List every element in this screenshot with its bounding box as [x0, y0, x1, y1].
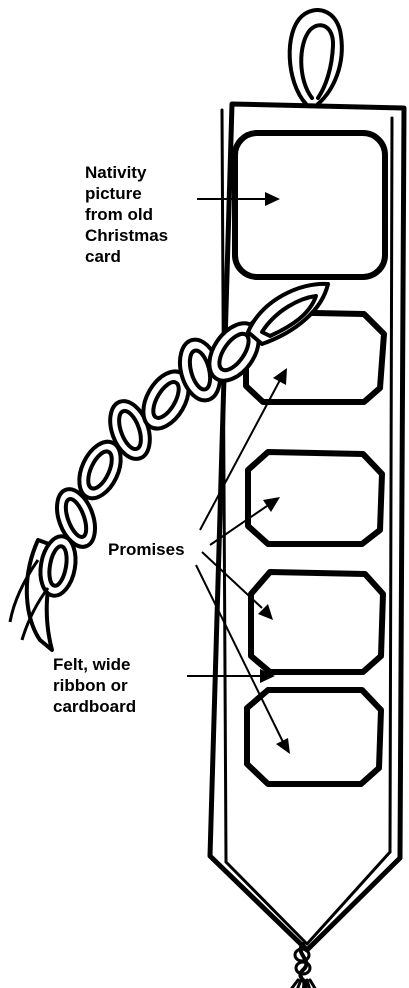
promise-window-2 [248, 452, 382, 544]
tassel-icon [283, 944, 322, 988]
felt-label-line-3: cardboard [53, 696, 136, 717]
felt-label-line-1: Felt, wide [53, 654, 136, 675]
nativity-label-line-2: picture [85, 183, 168, 204]
arrow-nativity [197, 192, 280, 206]
promise-window-4 [247, 690, 381, 784]
banner-outline [210, 104, 404, 950]
nativity-label-line-3: from old [85, 204, 168, 225]
felt-label-line-2: ribbon or [53, 675, 136, 696]
promises-label: Promises [108, 539, 185, 560]
promise-window-3 [251, 572, 383, 672]
arrow-felt [187, 669, 275, 683]
loop-icon [290, 10, 342, 104]
arrow-promise-3 [202, 552, 273, 620]
nativity-label: Nativity picture from old Christmas card [85, 162, 168, 267]
arrow-promise-4 [196, 565, 290, 754]
nativity-label-line-1: Nativity [85, 162, 168, 183]
promise-windows [246, 312, 384, 784]
nativity-label-line-4: Christmas [85, 225, 168, 246]
nativity-label-line-5: card [85, 246, 168, 267]
felt-label: Felt, wide ribbon or cardboard [53, 654, 136, 717]
nativity-picture-frame [235, 133, 385, 277]
paper-chain-icon [10, 284, 328, 650]
